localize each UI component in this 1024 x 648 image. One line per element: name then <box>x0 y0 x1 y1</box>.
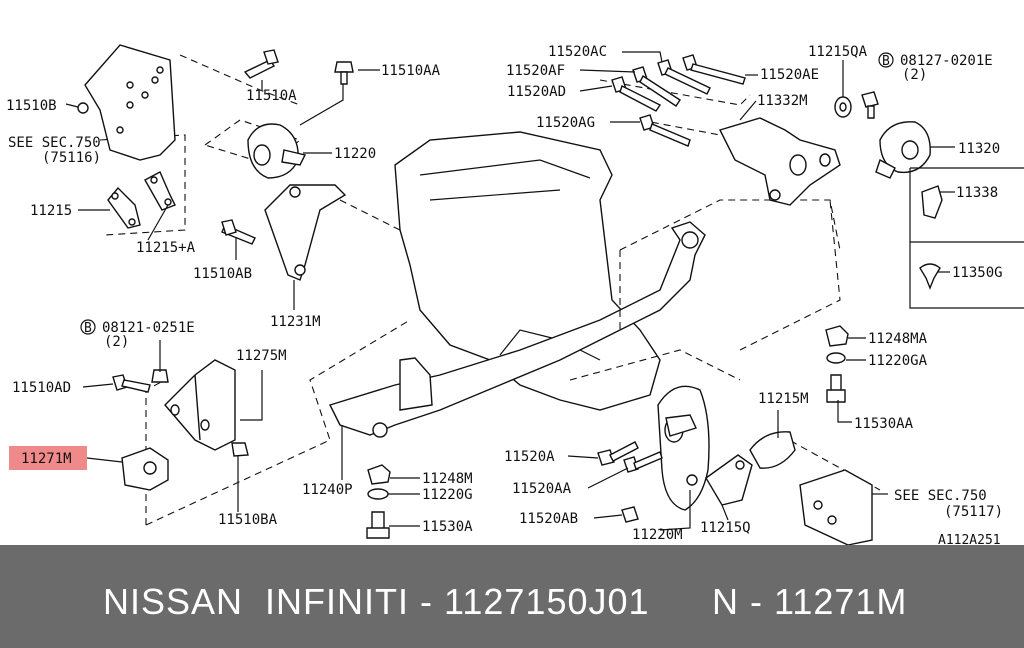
inset-box <box>909 167 1024 309</box>
bracket-11275m <box>164 359 236 451</box>
leader-lines <box>65 51 955 531</box>
label-11215a: 11215+A <box>136 240 196 256</box>
insulator-11220m <box>657 385 710 511</box>
label-see-sec750-b-ref: (75117) <box>944 504 1003 520</box>
bracket-11332m <box>719 117 841 206</box>
label-11520aa: 11520AA <box>512 481 572 497</box>
nut-11248ma <box>825 325 849 347</box>
label-11220m: 11220M <box>632 527 683 543</box>
label-11510a: 11510A <box>246 88 297 104</box>
bolt-11520af <box>632 66 681 107</box>
bolt-mark-a: B <box>84 321 92 336</box>
crossmember-11240p <box>329 221 706 438</box>
bolt-11520ac <box>657 59 711 95</box>
bolt-08121 <box>151 369 169 383</box>
bolt-11530aa <box>826 374 846 403</box>
label-11215m: 11215M <box>758 391 809 407</box>
label-11350g: 11350G <box>952 265 1003 281</box>
bolt-11520ab <box>621 506 639 523</box>
label-08121: 08121-0251E <box>102 320 195 336</box>
bolt-08127 <box>861 91 879 119</box>
bolt-11530a <box>366 511 390 539</box>
insulator-11320 <box>875 121 931 179</box>
label-11215: 11215 <box>30 203 72 219</box>
bolt-11520ad <box>611 76 662 112</box>
label-11220g: 11220G <box>422 487 473 503</box>
bolt-11520ae <box>682 54 746 85</box>
label-diagram-ref: A112A251 <box>938 533 1001 545</box>
nut-11248m <box>367 464 391 485</box>
label-08127-qty: (2) <box>902 67 927 83</box>
label-11510ba: 11510BA <box>218 512 278 528</box>
bolt-11520a <box>597 441 639 466</box>
label-11220: 11220 <box>334 146 376 162</box>
label-11275m: 11275M <box>236 348 287 364</box>
label-11215q: 11215Q <box>700 520 751 536</box>
highlight-11271m <box>9 446 87 470</box>
label-11240p: 11240P <box>302 482 353 498</box>
bolt-11510ad <box>112 374 151 393</box>
washer-11215qa <box>834 96 852 118</box>
bolt-mark-circle-a <box>80 319 96 335</box>
block-sec750-b <box>799 469 873 545</box>
label-11530aa: 11530AA <box>854 416 914 432</box>
bolt-mark-circle-b <box>878 52 894 68</box>
label-11231m: 11231M <box>270 314 321 330</box>
insulator-11220 <box>247 123 307 179</box>
label-11520af: 11520AF <box>506 63 565 79</box>
washer-11220g <box>367 488 389 500</box>
label-11520a: 11520A <box>504 449 555 465</box>
label-11220ga: 11220GA <box>868 353 928 369</box>
label-11332m: 11332M <box>757 93 808 109</box>
link-11215a <box>144 171 176 211</box>
labels: 11510B 11510A 11510AA SEE SEC.750 (75116… <box>6 44 1003 545</box>
label-11520ab: 11520AB <box>519 511 578 527</box>
footer-part-code: N - 11271M <box>712 581 908 622</box>
label-11271m: 11271M <box>21 451 72 467</box>
link-11215 <box>107 186 141 229</box>
label-11320: 11320 <box>958 141 1000 157</box>
label-11510ad: 11510AD <box>12 380 71 396</box>
bracket-11215m <box>749 431 796 469</box>
label-11248ma: 11248MA <box>868 331 928 347</box>
bracket-top-left <box>77 44 176 161</box>
label-11215qa: 11215QA <box>808 44 868 60</box>
label-08127: 08127-0201E <box>900 53 993 69</box>
label-11510b: 11510B <box>6 98 57 114</box>
label-see-sec750-a: SEE SEC.750 <box>8 135 101 151</box>
footer-brand-part-number: NISSAN INFINITI - 1127150J01 <box>103 581 650 622</box>
bolt-mark-b: B <box>882 54 890 69</box>
label-11338: 11338 <box>956 185 998 201</box>
bolt-11520aa <box>623 451 663 473</box>
mount-11271m <box>121 447 169 491</box>
label-11520ac: 11520AC <box>548 44 607 60</box>
label-11248m: 11248M <box>422 471 473 487</box>
bolt-11510a <box>243 49 279 79</box>
label-11520ad: 11520AD <box>507 84 566 100</box>
label-08121-qty: (2) <box>104 334 129 350</box>
washer-11220ga <box>826 352 846 364</box>
label-11530a: 11530A <box>422 519 473 535</box>
bracket-11215q <box>705 454 753 506</box>
label-11510aa: 11510AA <box>381 63 441 79</box>
bolt-11520ag <box>639 114 691 147</box>
label-11520ag: 11520AG <box>536 115 595 131</box>
label-see-sec750-a-ref: (75116) <box>42 150 101 166</box>
label-11510ab: 11510AB <box>193 266 252 282</box>
bracket-11231m <box>264 184 347 281</box>
label-11520ae: 11520AE <box>760 67 819 83</box>
bolt-11510aa <box>334 61 354 85</box>
label-see-sec750-b: SEE SEC.750 <box>894 488 987 504</box>
nut-11510ba <box>231 442 249 457</box>
bolt-11510ab <box>221 219 256 245</box>
footer-bar: NISSAN INFINITI - 1127150J01 N - 11271M <box>0 545 1024 648</box>
parts-diagram: 11510B 11510A 11510AA SEE SEC.750 (75116… <box>6 44 1024 545</box>
